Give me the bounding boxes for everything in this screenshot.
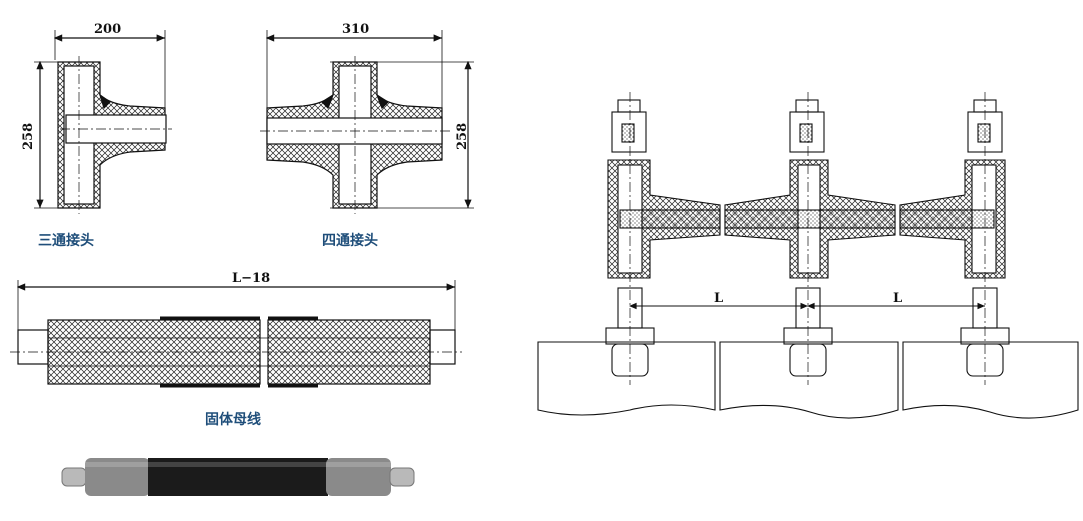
cross-height-dim: 258 <box>455 123 470 150</box>
busbar-drawing <box>10 280 462 388</box>
assembly-drawing <box>537 92 1079 419</box>
tee-width-dim: 200 <box>94 22 121 37</box>
tee-height-dim: 258 <box>21 123 36 150</box>
busbar-caption: 固体母线 <box>205 412 261 428</box>
cap-3 <box>967 99 1003 153</box>
spacing-label-1: L <box>714 291 723 306</box>
bushing-3 <box>960 287 1010 377</box>
cross-width-dim: 310 <box>342 22 369 37</box>
busbar-photo <box>61 458 415 496</box>
tee-joint-drawing <box>34 30 172 214</box>
spacing-label-2: L <box>893 291 902 306</box>
cap-2 <box>789 99 825 153</box>
bushing-2 <box>783 287 833 377</box>
cross-joint-drawing <box>260 30 474 214</box>
cap-1 <box>611 99 647 153</box>
bushing-1 <box>605 287 655 377</box>
busbar-length-dim: L−18 <box>232 271 270 286</box>
cross-joint-caption: 四通接头 <box>322 233 378 249</box>
tee-joint-caption: 三通接头 <box>38 233 94 249</box>
